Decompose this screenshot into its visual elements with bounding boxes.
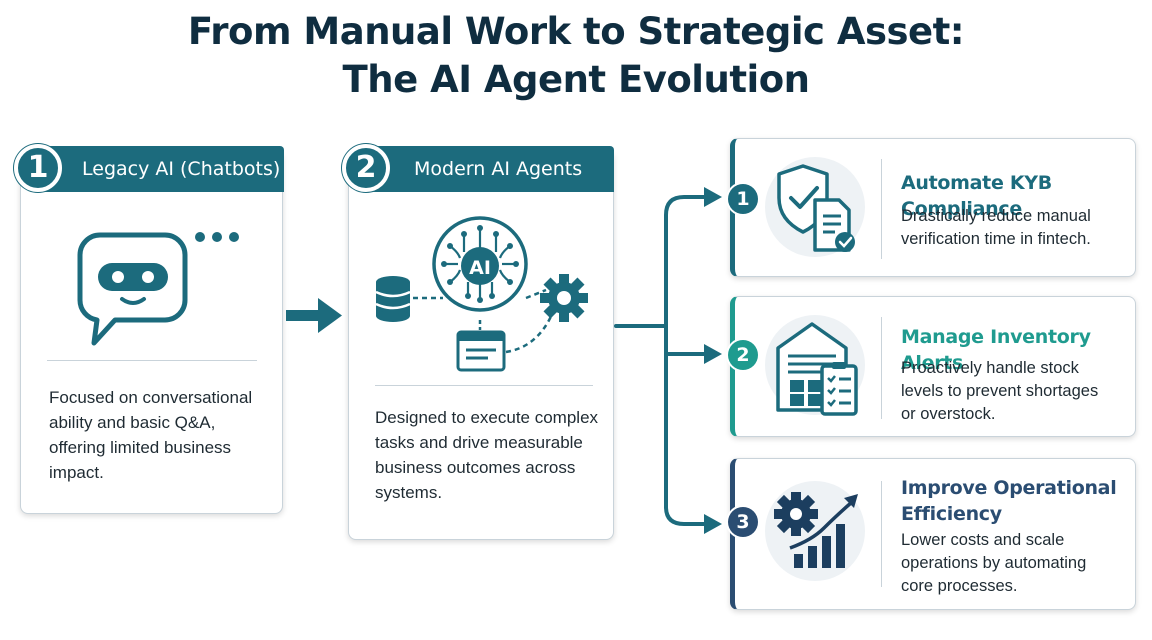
legacy-description: Focused on conversational ability and ba… bbox=[49, 388, 253, 482]
outcome-2-title: Manage Inventory Alerts bbox=[901, 326, 1091, 374]
browser-window-icon bbox=[456, 330, 506, 372]
outcome-3-description: Lower costs and scale operations by auto… bbox=[901, 531, 1087, 595]
page-title: From Manual Work to Strategic Asset: The… bbox=[0, 8, 1152, 104]
chatbot-icon bbox=[77, 232, 239, 346]
gear-icon bbox=[540, 274, 588, 322]
ai-label: AI bbox=[469, 257, 491, 279]
outcome-1-description: Drastically reduce manual verification t… bbox=[901, 207, 1091, 248]
ai-brain-icon bbox=[432, 216, 528, 312]
legacy-divider bbox=[47, 360, 257, 361]
legacy-number-badge: 1 bbox=[14, 144, 62, 192]
gear-growth-chart-icon bbox=[774, 492, 858, 568]
ai-agent-network-illustration: AI bbox=[375, 216, 588, 372]
outcome-card-efficiency: Improve Operational Efficiency Lower cos… bbox=[730, 458, 1136, 610]
warehouse-clipboard-icon bbox=[776, 322, 858, 416]
modern-header: Modern AI Agents bbox=[370, 146, 614, 192]
outcome-3-number-badge: 3 bbox=[728, 507, 758, 537]
modern-number-badge: 2 bbox=[342, 144, 390, 192]
branch-connector bbox=[614, 187, 722, 534]
legacy-ai-card: Focused on conversational ability and ba… bbox=[20, 150, 283, 514]
outcome-1-title: Automate KYB Compliance bbox=[901, 172, 1052, 220]
arrow-legacy-to-modern bbox=[286, 298, 342, 333]
legacy-header: Legacy AI (Chatbots) bbox=[42, 146, 284, 192]
title-line-1: From Manual Work to Strategic Asset: bbox=[187, 10, 965, 53]
shield-document-check-icon bbox=[777, 164, 855, 252]
outcome-2-number-badge: 2 bbox=[728, 340, 758, 370]
title-line-2: The AI Agent Evolution bbox=[342, 58, 810, 101]
outcome-2-description: Proactively handle stock levels to preve… bbox=[901, 359, 1099, 423]
outcome-3-title: Improve Operational Efficiency bbox=[901, 477, 1117, 525]
database-icon bbox=[375, 276, 411, 322]
outcome-1-number-badge: 1 bbox=[728, 184, 758, 214]
modern-description: Designed to execute complex tasks and dr… bbox=[375, 408, 599, 502]
modern-divider bbox=[375, 385, 593, 386]
